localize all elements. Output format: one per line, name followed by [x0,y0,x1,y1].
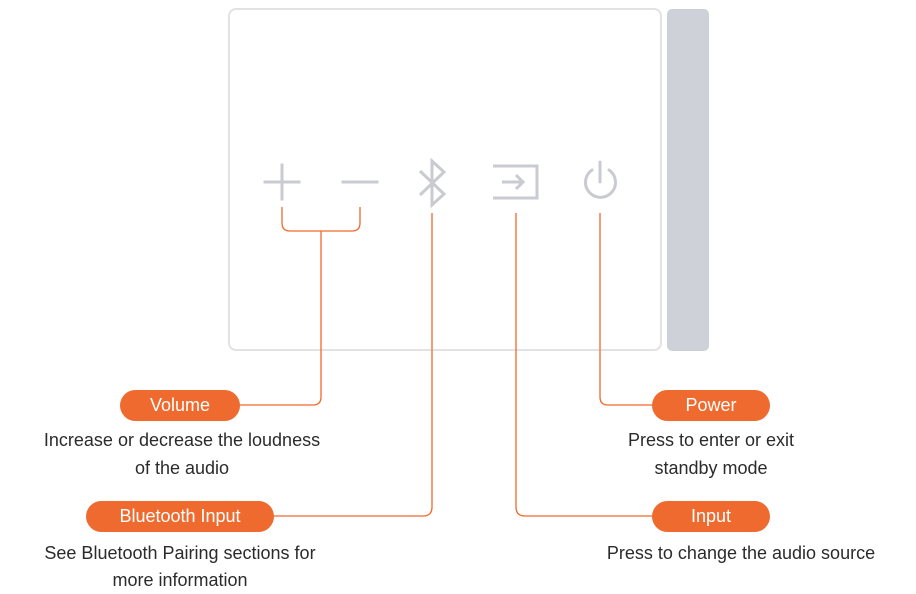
volume-leader-line [236,231,322,406]
power-label: Power [652,390,770,421]
plus-icon[interactable] [263,163,301,201]
volume-description-line2: of the audio [134,458,230,478]
volume-label: Volume [120,390,240,421]
power-icon[interactable] [584,160,617,199]
power-leader-line [599,213,660,406]
input-description: Press to change the audio source [606,543,876,563]
input-leader-line [515,213,660,517]
power-description-line2: standby mode [654,458,768,478]
volume-description-line1: Increase or decrease the loudness [43,430,321,450]
device-front-panel [228,8,662,351]
input-icon[interactable] [493,164,539,200]
bluetooth-input-label: Bluetooth Input [86,501,274,532]
bluetooth-description-line1: See Bluetooth Pairing sections for [44,543,316,563]
input-label: Input [652,501,770,532]
bluetooth-leader-line [270,213,433,517]
bluetooth-description-line2: more information [112,570,248,590]
device-side-panel [667,9,709,351]
power-description-line1: Press to enter or exit [627,430,795,450]
bluetooth-icon[interactable] [418,157,447,209]
